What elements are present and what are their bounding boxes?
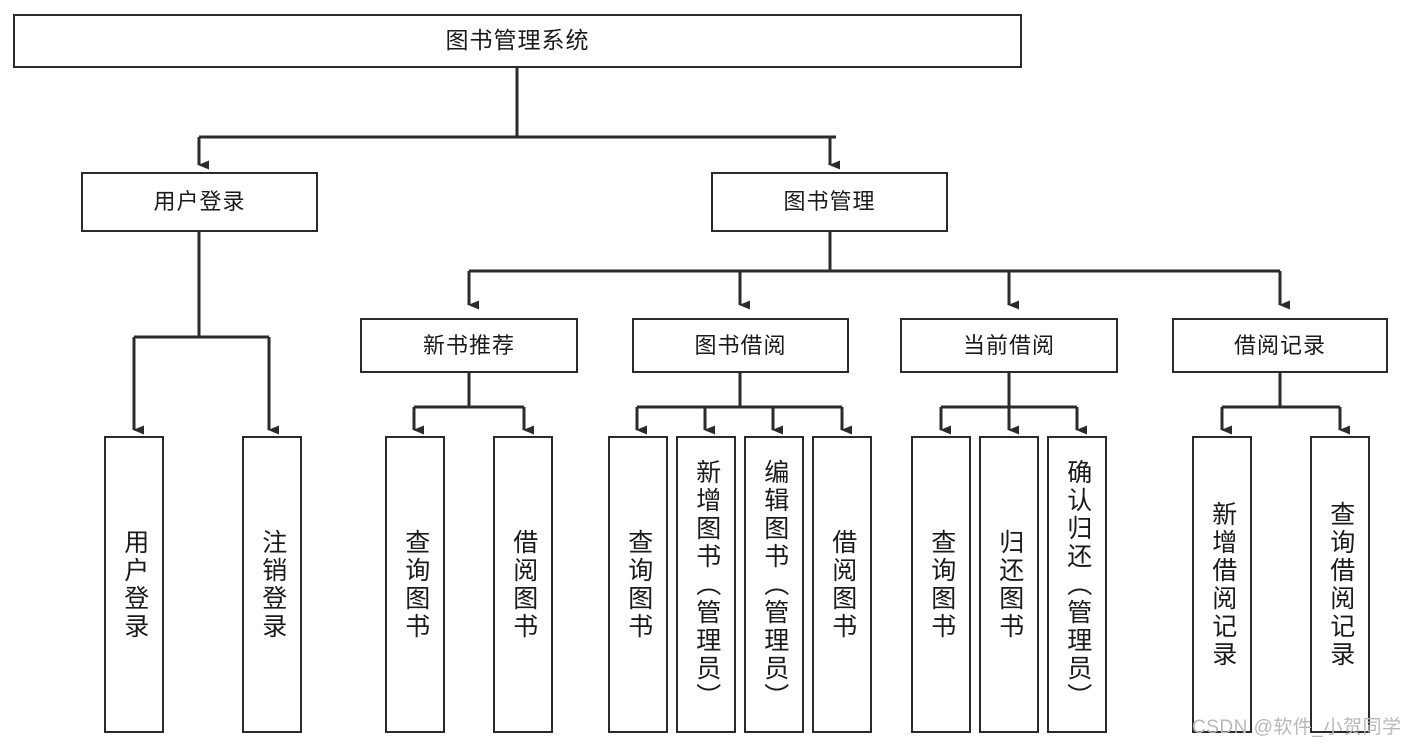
leaf-user-login-label: 用户登录 [120,528,149,641]
node-book-borrow-label: 图书借阅 [694,332,787,358]
leaf-query-book-current[interactable]: 查询图书 [911,436,971,733]
leaf-borrow-book-recommend[interactable]: 借阅图书 [493,436,553,733]
node-book-management[interactable]: 图书管理 [711,172,948,232]
node-book-borrow[interactable]: 图书借阅 [632,318,849,373]
leaf-return-book-label: 归还图书 [995,528,1024,641]
node-current-borrow-label: 当前借阅 [962,332,1055,358]
leaf-query-borrow-record-label: 查询借阅记录 [1326,500,1355,669]
leaf-logout-login-label: 注销登录 [258,528,287,641]
node-root-label: 图书管理系统 [445,27,590,54]
node-new-book-recommend[interactable]: 新书推荐 [360,318,578,373]
leaf-edit-book-admin[interactable]: 编辑图书（管理员） [744,436,804,733]
node-user-login[interactable]: 用户登录 [81,172,318,232]
leaf-borrow-book[interactable]: 借阅图书 [812,436,872,733]
leaf-add-borrow-record-label: 新增借阅记录 [1208,500,1237,669]
leaf-confirm-return-admin-label: 确认归还（管理员） [1063,458,1092,711]
leaf-logout-login[interactable]: 注销登录 [242,436,302,733]
leaf-query-book-current-label: 查询图书 [927,528,956,641]
leaf-query-book-borrow[interactable]: 查询图书 [608,436,668,733]
node-current-borrow[interactable]: 当前借阅 [900,318,1118,373]
leaf-add-book-admin-label: 新增图书（管理员） [692,458,721,711]
leaf-add-borrow-record[interactable]: 新增借阅记录 [1192,436,1252,733]
node-root[interactable]: 图书管理系统 [13,14,1022,68]
leaf-borrow-book-recommend-label: 借阅图书 [509,528,538,641]
leaf-edit-book-admin-label: 编辑图书（管理员） [760,458,789,711]
node-borrow-record[interactable]: 借阅记录 [1172,318,1388,373]
leaf-query-book-recommend-label: 查询图书 [401,528,430,641]
leaf-user-login[interactable]: 用户登录 [104,436,164,733]
leaf-query-book-recommend[interactable]: 查询图书 [385,436,445,733]
node-book-management-label: 图书管理 [783,189,876,215]
leaf-borrow-book-label: 借阅图书 [828,528,857,641]
leaf-query-book-borrow-label: 查询图书 [624,528,653,641]
leaf-add-book-admin[interactable]: 新增图书（管理员） [676,436,736,733]
leaf-return-book[interactable]: 归还图书 [979,436,1039,733]
leaf-query-borrow-record[interactable]: 查询借阅记录 [1310,436,1370,733]
node-user-login-label: 用户登录 [153,189,246,215]
node-borrow-record-label: 借阅记录 [1233,332,1326,358]
node-new-book-recommend-label: 新书推荐 [422,332,515,358]
leaf-confirm-return-admin[interactable]: 确认归还（管理员） [1047,436,1107,733]
